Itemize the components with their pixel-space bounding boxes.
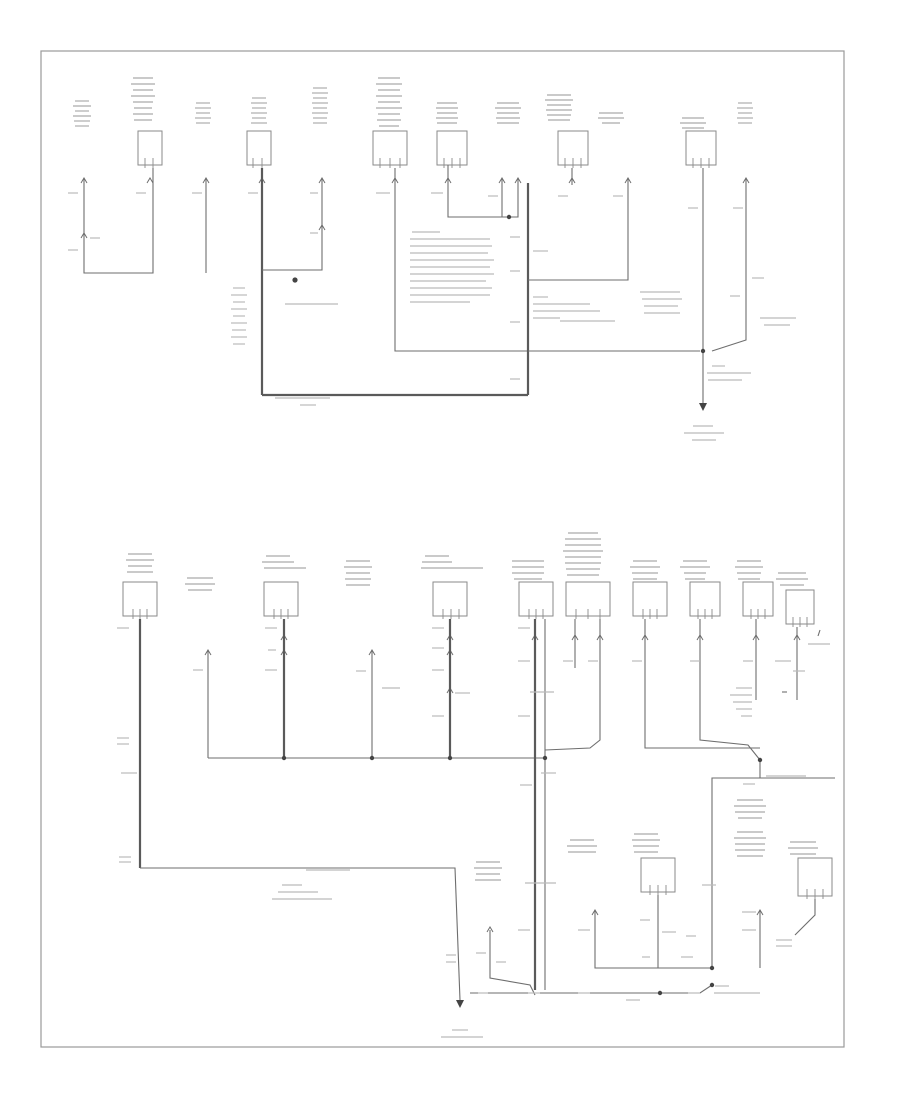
connectors-top bbox=[137, 130, 717, 168]
wires-top bbox=[83, 165, 747, 410]
pin-arrows-bottom bbox=[204, 634, 801, 933]
splice-node-top-left bbox=[292, 277, 298, 283]
component-label-blocks-bottom bbox=[126, 532, 818, 881]
ground-arrow-bottom bbox=[456, 1000, 464, 1008]
splice-node-top-mid bbox=[506, 214, 512, 220]
wire-labels-top bbox=[68, 192, 796, 441]
ground-arrow-top bbox=[699, 403, 707, 411]
wires-bottom bbox=[138, 619, 835, 1001]
diagram-border bbox=[40, 50, 845, 1048]
connectors-bottom bbox=[122, 581, 833, 899]
bottom-ground-circuit bbox=[117, 532, 835, 1038]
splice-nodes-bottom bbox=[281, 755, 763, 996]
top-ground-circuit bbox=[68, 77, 796, 441]
splice-node-top-right bbox=[700, 348, 706, 354]
component-label-blocks-top bbox=[73, 77, 753, 129]
wire-labels-bottom bbox=[117, 627, 830, 1038]
pin-arrows-top bbox=[80, 177, 750, 239]
